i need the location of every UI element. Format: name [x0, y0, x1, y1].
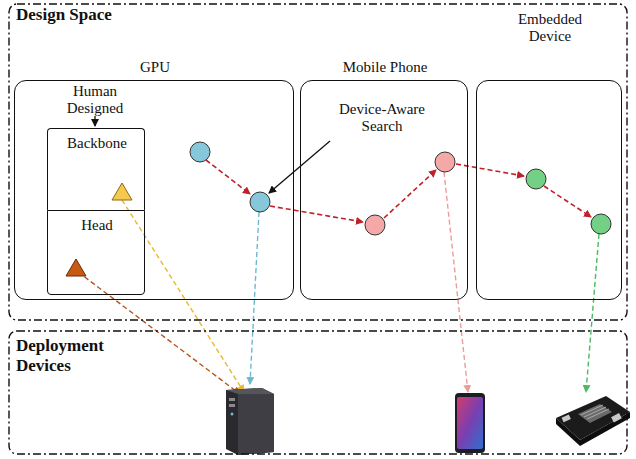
region-title: Deployment Devices: [16, 336, 146, 375]
device-box: GPUBackboneHead: [14, 80, 294, 300]
box-label: GPU: [15, 59, 295, 76]
design-space-region: Design SpaceGPUBackboneHeadMobile PhoneE…: [8, 3, 628, 321]
box-label: Embedded Device: [500, 11, 600, 46]
deployment-region: Deployment Devices: [8, 330, 628, 455]
backbone-box: Backbone: [47, 128, 145, 210]
annotation-label: Human Designed: [48, 83, 142, 118]
head-box: Head: [47, 210, 145, 295]
box-label: Head: [48, 217, 146, 234]
annotation-label: Device-Aware Search: [318, 101, 446, 136]
device-box: Embedded Device: [476, 80, 622, 300]
region-title: Design Space: [16, 5, 156, 25]
box-label: Mobile Phone: [301, 59, 469, 76]
dashed-border: [8, 3, 628, 321]
box-label: Backbone: [48, 135, 146, 152]
